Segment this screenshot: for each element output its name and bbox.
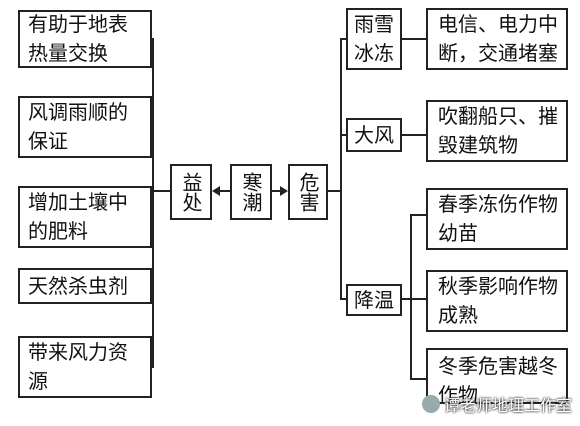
effect-cooling-winter: 冬季危害越冬作物: [426, 348, 568, 404]
ice-to-effect: [402, 38, 426, 40]
harm-category-ice-text: 雨雪冰冻: [354, 12, 394, 65]
harm-category-cooling-text: 降温: [354, 287, 394, 312]
harm-label: 危害: [296, 172, 320, 212]
benefit-item-3: 增加土壤中的肥料: [18, 186, 152, 248]
harm-category-wind: 大风: [346, 118, 402, 152]
effect-cooling-spring-text: 春季冻伤作物幼苗: [438, 192, 558, 245]
wind-to-effect: [402, 134, 426, 136]
effect-cooling-autumn: 秋季影响作物成熟: [426, 270, 568, 332]
benefit-label: 益处: [179, 172, 203, 212]
watermark: 谭老师地理工作室: [421, 392, 572, 416]
benefit-item-4: 天然杀虫剂: [18, 268, 152, 304]
harm-connector-cooling: [340, 298, 348, 300]
effect-wind-text: 吹翻船只、摧毁建筑物: [438, 104, 558, 157]
benefit-item-1-text: 有助于地表热量交换: [28, 12, 128, 65]
benefit-item-5-text: 带来风力资源: [28, 340, 128, 393]
effect-cooling-autumn-text: 秋季影响作物成熟: [438, 274, 558, 327]
effect-ice: 电信、电力中断，交通堵塞: [426, 8, 568, 70]
arrow-to-benefit-line: [218, 190, 230, 192]
center-label: 寒潮: [239, 172, 263, 212]
cooling-connector-spring: [410, 214, 426, 216]
effect-cooling-spring: 春季冻伤作物幼苗: [426, 188, 568, 250]
left-connector-1: [152, 38, 154, 40]
benefit-box: 益处: [170, 164, 212, 220]
harm-connector-wind: [340, 134, 348, 136]
cooling-connector-winter: [410, 378, 426, 380]
harm-category-cooling: 降温: [346, 284, 402, 316]
arrow-to-harm-head: [280, 186, 288, 196]
harm-category-ice: 雨雪冰冻: [346, 8, 402, 70]
center-box: 寒潮: [230, 164, 272, 220]
arrow-to-benefit-head: [212, 186, 220, 196]
effect-wind: 吹翻船只、摧毁建筑物: [426, 100, 568, 162]
cooling-connector-autumn: [410, 298, 426, 300]
arrow-to-harm-line: [272, 190, 282, 192]
cooling-to-bracket: [402, 298, 412, 300]
effect-ice-text: 电信、电力中断，交通堵塞: [438, 12, 558, 65]
wechat-icon: [421, 395, 440, 413]
harm-box: 危害: [288, 164, 328, 220]
harm-stub: [328, 190, 342, 192]
harm-bracket-vertical: [340, 38, 342, 300]
harm-category-wind-text: 大风: [354, 122, 394, 147]
left-bracket-vertical: [152, 38, 154, 368]
watermark-text: 谭老师地理工作室: [443, 396, 572, 415]
harm-connector-ice: [340, 38, 348, 40]
cooling-bracket-vertical: [410, 214, 412, 380]
benefit-item-2: 风调雨顺的保证: [18, 96, 152, 158]
left-bracket-to-benefit: [152, 190, 170, 192]
benefit-item-4-text: 天然杀虫剂: [28, 273, 128, 298]
effect-cooling-winter-text: 冬季危害越冬作物: [438, 354, 558, 404]
benefit-item-5: 带来风力资源: [18, 336, 152, 398]
benefit-item-2-text: 风调雨顺的保证: [28, 100, 128, 153]
benefit-item-3-text: 增加土壤中的肥料: [28, 190, 128, 243]
benefit-item-1: 有助于地表热量交换: [18, 10, 152, 68]
